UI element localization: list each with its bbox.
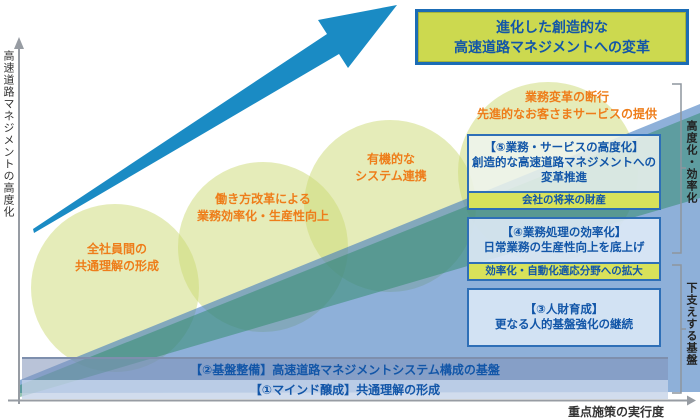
growth-arrow [33, 5, 397, 233]
bracket-lower [672, 264, 686, 394]
strategy-box-4: 【④業務処理の効率化】 日常業務の生産性向上を底上げ 効率化・自動化適応分野への… [467, 217, 661, 281]
strategy-box-3-title: 【③人財育成】 [524, 303, 604, 316]
strategy-box-4-title: 【④業務処理の効率化】 [501, 226, 627, 239]
strategy-box-4-tag: 効率化・自動化適応分野への拡大 [469, 262, 659, 279]
strategy-box-5-body1: 創造的な高速道路マネジメントへの [472, 157, 656, 169]
x-axis-label: 重点施策の実行度 [567, 405, 664, 419]
goal-banner: 進化した創造的な 高速道路マネジメントへの変革 [415, 9, 689, 65]
stage-label-4-line2: 先進的なお客さまサービスの提供 [476, 107, 657, 121]
foundation-bar-1-label: 【①マインド醸成】共通理解の形成 [249, 382, 441, 397]
bracket-upper [672, 83, 686, 254]
strategy-box-5-title: 【⑤業務・サービスの高度化】 [484, 142, 644, 154]
stage-label-1-line1: 全社員間の [86, 242, 147, 256]
bracket-label-upper: 高度化・効率化 [685, 120, 697, 204]
foundation-bar-2: 【②基盤整備】高速道路マネジメントシステム構成の基盤 [22, 357, 668, 380]
strategy-box-5-body2: 変革推進 [541, 172, 587, 184]
stage-label-4-line1: 業務変革の断行 [524, 90, 609, 104]
strategy-box-3: 【③人財育成】 更なる人的基盤強化の継続 [467, 288, 661, 347]
stage-label-1-line2: 共通理解の形成 [74, 259, 159, 273]
x-axis-arrowhead [687, 395, 696, 406]
stage-label-2: 働き方改革による 業務効率化・生産性向上 [163, 191, 363, 225]
stage-label-2-line2: 業務効率化・生産性向上 [196, 209, 329, 223]
stage-label-2-line1: 働き方改革による [215, 192, 311, 206]
strategy-box-4-body1: 日常業務の生産性向上を底上げ [483, 241, 645, 254]
stage-label-3-line1: 有機的な [366, 152, 415, 166]
bracket-label-lower: 下支えする基盤 [685, 282, 697, 366]
stage-label-1: 全社員間の 共通理解の形成 [35, 241, 199, 275]
strategy-box-3-text: 【③人財育成】 更なる人的基盤強化の継続 [469, 290, 659, 345]
strategy-box-4-text: 【④業務処理の効率化】 日常業務の生産性向上を底上げ [469, 219, 659, 262]
y-axis-arrowhead [14, 37, 24, 49]
goal-banner-line1: 進化した創造的な [496, 19, 608, 35]
strategy-box-5: 【⑤業務・サービスの高度化】 創造的な高速道路マネジメントへの 変革推進 会社の… [467, 134, 661, 210]
strategy-box-5-tag: 会社の将来の財産 [469, 191, 659, 208]
stage-label-3-line2: システム連携 [355, 169, 427, 183]
stage-label-3: 有機的な システム連携 [309, 151, 473, 185]
strategy-box-3-body1: 更なる人的基盤強化の継続 [495, 318, 633, 331]
foundation-bar-2-label: 【②基盤整備】高速道路マネジメントシステム構成の基盤 [190, 362, 500, 377]
goal-banner-line2: 高速道路マネジメントへの変革 [454, 39, 650, 55]
y-axis-label: 高速道路マネジメントの高度化 [2, 50, 14, 218]
stage-label-4: 業務変革の断行 先進的なお客さまサービスの提供 [445, 89, 689, 123]
strategy-box-5-text: 【⑤業務・サービスの高度化】 創造的な高速道路マネジメントへの 変革推進 [469, 136, 659, 191]
foundation-bar-1: 【①マインド醸成】共通理解の形成 [22, 380, 668, 399]
